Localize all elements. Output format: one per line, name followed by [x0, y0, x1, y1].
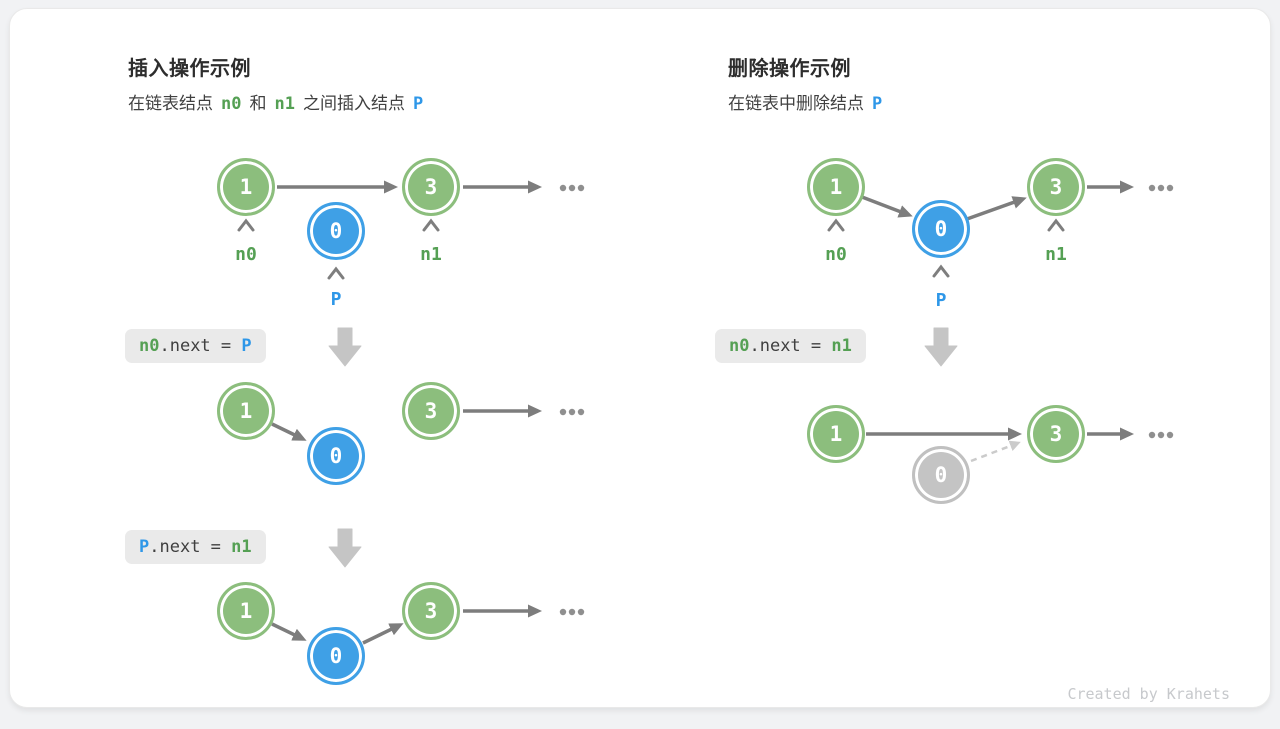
code-lhs: n0 — [139, 336, 160, 356]
node-1: 1 — [217, 382, 275, 440]
insert-subtitle-n1: n1 — [274, 94, 295, 114]
caret-icon-remove-n1 — [1047, 218, 1065, 232]
node-1: 1 — [217, 158, 275, 216]
node-value: 1 — [829, 422, 843, 446]
label-n1: n1 — [1045, 244, 1067, 265]
node-removed-p: 0 — [912, 446, 970, 504]
code-insert-step1: n0.next = P — [125, 329, 266, 363]
label-n0: n0 — [235, 244, 257, 265]
node-p: 0 — [912, 200, 970, 258]
arrow-insert3-1to0 — [271, 622, 307, 641]
remove-subtitle-p: P — [872, 94, 883, 114]
node-p: 0 — [307, 427, 365, 485]
connector-layer — [237, 180, 1174, 645]
caret-icon-insert-n0 — [237, 218, 255, 232]
code-rhs: n1 — [231, 537, 252, 557]
dashed-arrow-removed-0to3 — [970, 440, 1021, 463]
node-value: 0 — [329, 644, 343, 668]
ellipsis-icon-insert3 — [559, 608, 585, 616]
node-3: 3 — [1027, 158, 1085, 216]
block-down-arrow-icon-insert2 — [328, 528, 362, 568]
insert-subtitle-mid: 和 — [249, 94, 267, 113]
node-value: 3 — [424, 599, 438, 623]
remove-subtitle: 在链表中删除结点 P — [728, 89, 890, 114]
node-value: 0 — [934, 463, 948, 487]
code-mid: .next = — [149, 537, 232, 557]
code-remove-step1: n0.next = n1 — [715, 329, 866, 363]
node-p: 0 — [307, 627, 365, 685]
node-value: 1 — [239, 599, 253, 623]
label-p: P — [330, 289, 342, 310]
node-3: 3 — [402, 582, 460, 640]
node-value: 1 — [239, 399, 253, 423]
caret-icon-insert-p — [327, 266, 345, 280]
insert-title: 插入操作示例 — [128, 58, 251, 80]
remove-subtitle-prefix: 在链表中删除结点 — [728, 94, 864, 113]
code-mid: .next = — [159, 336, 242, 356]
insert-subtitle-suffix: 之间插入结点 — [302, 94, 405, 113]
ellipsis-icon-remove2 — [1148, 431, 1174, 439]
node-value: 0 — [329, 219, 343, 243]
insert-subtitle-n0: n0 — [221, 94, 242, 114]
insert-subtitle: 在链表结点 n0 和 n1 之间插入结点 P — [128, 89, 431, 114]
label-p: P — [935, 290, 947, 311]
ellipsis-icon-insert2 — [559, 408, 585, 416]
node-3: 3 — [402, 382, 460, 440]
node-1: 1 — [807, 158, 865, 216]
insert-subtitle-p: P — [412, 94, 424, 114]
caret-icon-insert-n1 — [422, 218, 440, 232]
code-lhs: n0 — [729, 336, 750, 356]
arrow-insert2-1to0 — [271, 422, 307, 441]
node-value: 1 — [829, 175, 843, 199]
caret-icon-remove-n0 — [827, 218, 845, 232]
node-value: 3 — [424, 399, 438, 423]
node-value: 3 — [1049, 175, 1063, 199]
arrow-remove1-1to0 — [861, 195, 913, 218]
node-1: 1 — [217, 582, 275, 640]
node-p: 0 — [307, 202, 365, 260]
code-insert-step2: P.next = n1 — [125, 530, 266, 564]
insert-subtitle-prefix: 在链表结点 — [128, 94, 213, 113]
code-lhs: P — [139, 537, 150, 557]
block-down-arrow-icon-remove1 — [924, 327, 958, 367]
code-rhs: n1 — [831, 336, 852, 356]
arrow-insert3-0to3 — [362, 623, 404, 645]
node-3: 3 — [402, 158, 460, 216]
node-value: 3 — [424, 175, 438, 199]
node-3: 3 — [1027, 405, 1085, 463]
ellipsis-icon-insert1 — [559, 184, 585, 192]
ellipsis-icon-remove1 — [1148, 184, 1174, 192]
node-value: 0 — [934, 217, 948, 241]
caret-icon-remove-p — [932, 264, 950, 278]
node-value: 3 — [1049, 422, 1063, 446]
arrow-remove1-0to3 — [966, 196, 1027, 221]
label-n0: n0 — [825, 244, 847, 265]
code-mid: .next = — [749, 336, 832, 356]
block-down-arrow-icon-insert1 — [328, 327, 362, 367]
node-value: 0 — [329, 444, 343, 468]
remove-title: 删除操作示例 — [728, 58, 851, 80]
credit-text: Created by Krahets — [1067, 685, 1230, 703]
node-1: 1 — [807, 405, 865, 463]
node-value: 1 — [239, 175, 253, 199]
code-rhs: P — [241, 336, 252, 356]
label-n1: n1 — [420, 244, 442, 265]
diagram-card: 插入操作示例 在链表结点 n0 和 n1 之间插入结点 P 1 3 0 n0 n1 P n… — [9, 8, 1271, 708]
